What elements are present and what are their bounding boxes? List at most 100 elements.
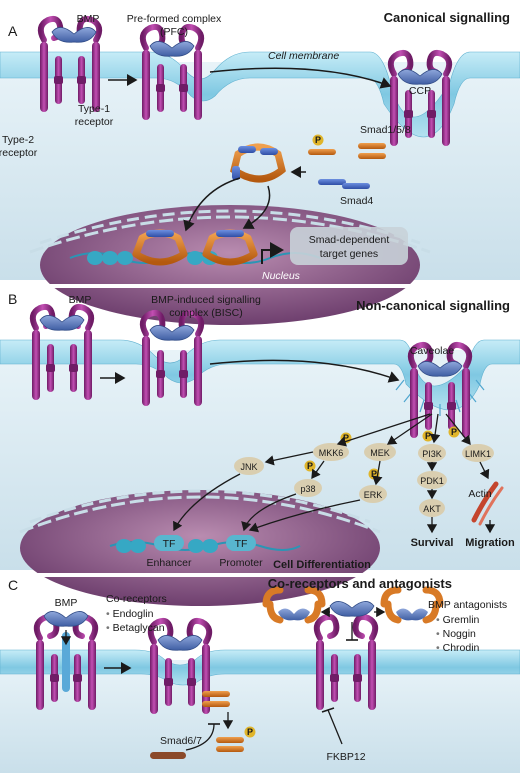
smad4-rod-2: [342, 183, 370, 189]
cell-membrane-label: Cell membrane: [268, 50, 339, 62]
akt-node: [419, 499, 445, 517]
coreceptor-complex-left: [36, 617, 96, 710]
phospho-limk1-label: P: [451, 427, 457, 437]
panel-a-title: Canonical signalling: [384, 10, 510, 25]
bmp-ligand-bisc: [149, 325, 195, 341]
jnk-node: [234, 457, 264, 475]
pfc-label-line1: Pre-formed complex: [127, 13, 222, 25]
ccp-label: CCP: [409, 85, 431, 97]
promoter-label: Promoter: [219, 557, 263, 569]
type2-label-line2: receptor: [0, 147, 38, 159]
bmp-label-a: BMP: [77, 13, 100, 25]
smad-rod-c-2: [202, 701, 230, 707]
antagonists-label: BMP antagonists: [428, 599, 507, 611]
migration-label: Migration: [465, 537, 515, 549]
mek-label: MEK: [370, 448, 390, 458]
coreceptors-label: Co-receptors: [106, 593, 167, 605]
survival-label: Survival: [411, 537, 454, 549]
smad67-rod: [150, 752, 186, 759]
panel-c: P Smad6/7 FKBP12 C Co-receptors and anta…: [0, 576, 520, 773]
type1-label-line2: receptor: [75, 116, 114, 128]
nucleosomes-b: [116, 539, 218, 553]
bmp-ligand-c-2: [157, 635, 203, 651]
mkk6-node: [313, 443, 349, 461]
noggin-label: • Noggin: [436, 628, 476, 640]
arrow-a-2: [209, 67, 392, 89]
cell-membrane-a: [0, 51, 520, 138]
nucleus-label: Nucleus: [262, 270, 301, 282]
panel-c-title: Co-receptors and antagonists: [268, 576, 452, 591]
p38-node: [294, 479, 322, 497]
tf-promoter: [226, 535, 256, 551]
phospho-pi3k-label: P: [425, 431, 431, 441]
smad158-rod-1: [358, 143, 386, 149]
target-genes-line1: Smad-dependent: [309, 234, 390, 246]
smad67-label: Smad6/7: [160, 735, 202, 747]
smad158-rod-2: [358, 153, 386, 159]
pdk1-node: [417, 471, 447, 489]
pdk1-label: PDK1: [420, 476, 444, 486]
bmp-ligand-c-3: [329, 601, 375, 617]
panel-c-cytoplasm: [0, 660, 520, 773]
betaglycan-label: • Betaglycan: [106, 622, 165, 634]
bmp-ligand-c-1: [43, 611, 89, 627]
erk-label: ERK: [364, 490, 383, 500]
enhancer-label: Enhancer: [147, 557, 192, 569]
arrow-b-2: [209, 359, 400, 383]
pi3k-label: PI3K: [422, 449, 442, 459]
arrow-a-nuclear-2: [242, 185, 271, 229]
p38-label: p38: [300, 484, 315, 494]
smad-rod-c-1: [202, 691, 230, 697]
target-genes-line2: target genes: [320, 248, 378, 260]
limk1-label: LIMK1: [465, 449, 491, 459]
jnk-label: JNK: [240, 462, 257, 472]
panel-a: Smad-dependent target genes Nucleus P: [0, 10, 520, 325]
caveolae-spikes: [395, 379, 485, 416]
cell-diff-label: Cell Differentiation: [273, 559, 371, 571]
chrodin-label: • Chrodin: [436, 642, 480, 654]
transcription-arrow: [261, 242, 284, 264]
phospho-p38-label: P: [307, 461, 313, 471]
arrow-a-nuclear-1: [183, 177, 241, 232]
actin-filaments: [471, 481, 504, 526]
type1-label-line1: Type-1: [78, 103, 110, 115]
smad-rod-c-3: [216, 737, 244, 743]
target-genes-box: [290, 227, 408, 265]
kinase-cascade: MKK6 MEK JNK p38 ERK PI3K PDK1 AKT LIMK1…: [234, 426, 494, 517]
bisc-label-line1: BMP-induced signalling: [151, 294, 261, 306]
bisc-label-line2: complex (BISC): [169, 307, 243, 319]
limk1-node: [462, 444, 494, 462]
phospho-label-a: P: [315, 135, 321, 145]
mek-node: [364, 443, 396, 461]
smad158-label: Smad1/5/8: [360, 124, 411, 136]
panel-b: TF TF Enhancer Promoter Cell Differentia…: [0, 291, 520, 606]
fkbp12-label: FKBP12: [326, 751, 365, 763]
gremlin-label: • Gremlin: [436, 614, 480, 626]
type2-label-line1: Type-2: [2, 134, 34, 146]
bmp-ligand-a-1: [51, 27, 97, 43]
erk-node: [359, 485, 387, 503]
panel-b-letter: B: [8, 291, 17, 307]
phospho-erk-label: P: [371, 469, 377, 479]
tf-enhancer: [154, 535, 184, 551]
smad4-label: Smad4: [340, 195, 373, 207]
tf-promoter-label: TF: [235, 538, 248, 550]
smad-complex-cytoplasm: [230, 143, 286, 183]
pfc-label-line2: (PFC): [160, 26, 188, 38]
smad4-rod-1: [318, 179, 346, 185]
mkk6-label: MKK6: [319, 448, 344, 458]
akt-label: AKT: [423, 504, 441, 514]
smad158-rod-3: [308, 149, 336, 155]
endoglin-label: • Endoglin: [106, 608, 154, 620]
smad-rod-c-4: [216, 746, 244, 752]
panel-c-letter: C: [8, 577, 18, 593]
bmp-label-c: BMP: [55, 597, 78, 609]
tf-enhancer-label: TF: [163, 538, 176, 550]
panel-b-title: Non-canonical signalling: [356, 298, 510, 313]
caveolae-label: Caveolae: [410, 345, 455, 357]
panel-a-letter: A: [8, 23, 18, 39]
pi3k-node: [418, 444, 446, 462]
bmp-label-b: BMP: [69, 294, 92, 306]
